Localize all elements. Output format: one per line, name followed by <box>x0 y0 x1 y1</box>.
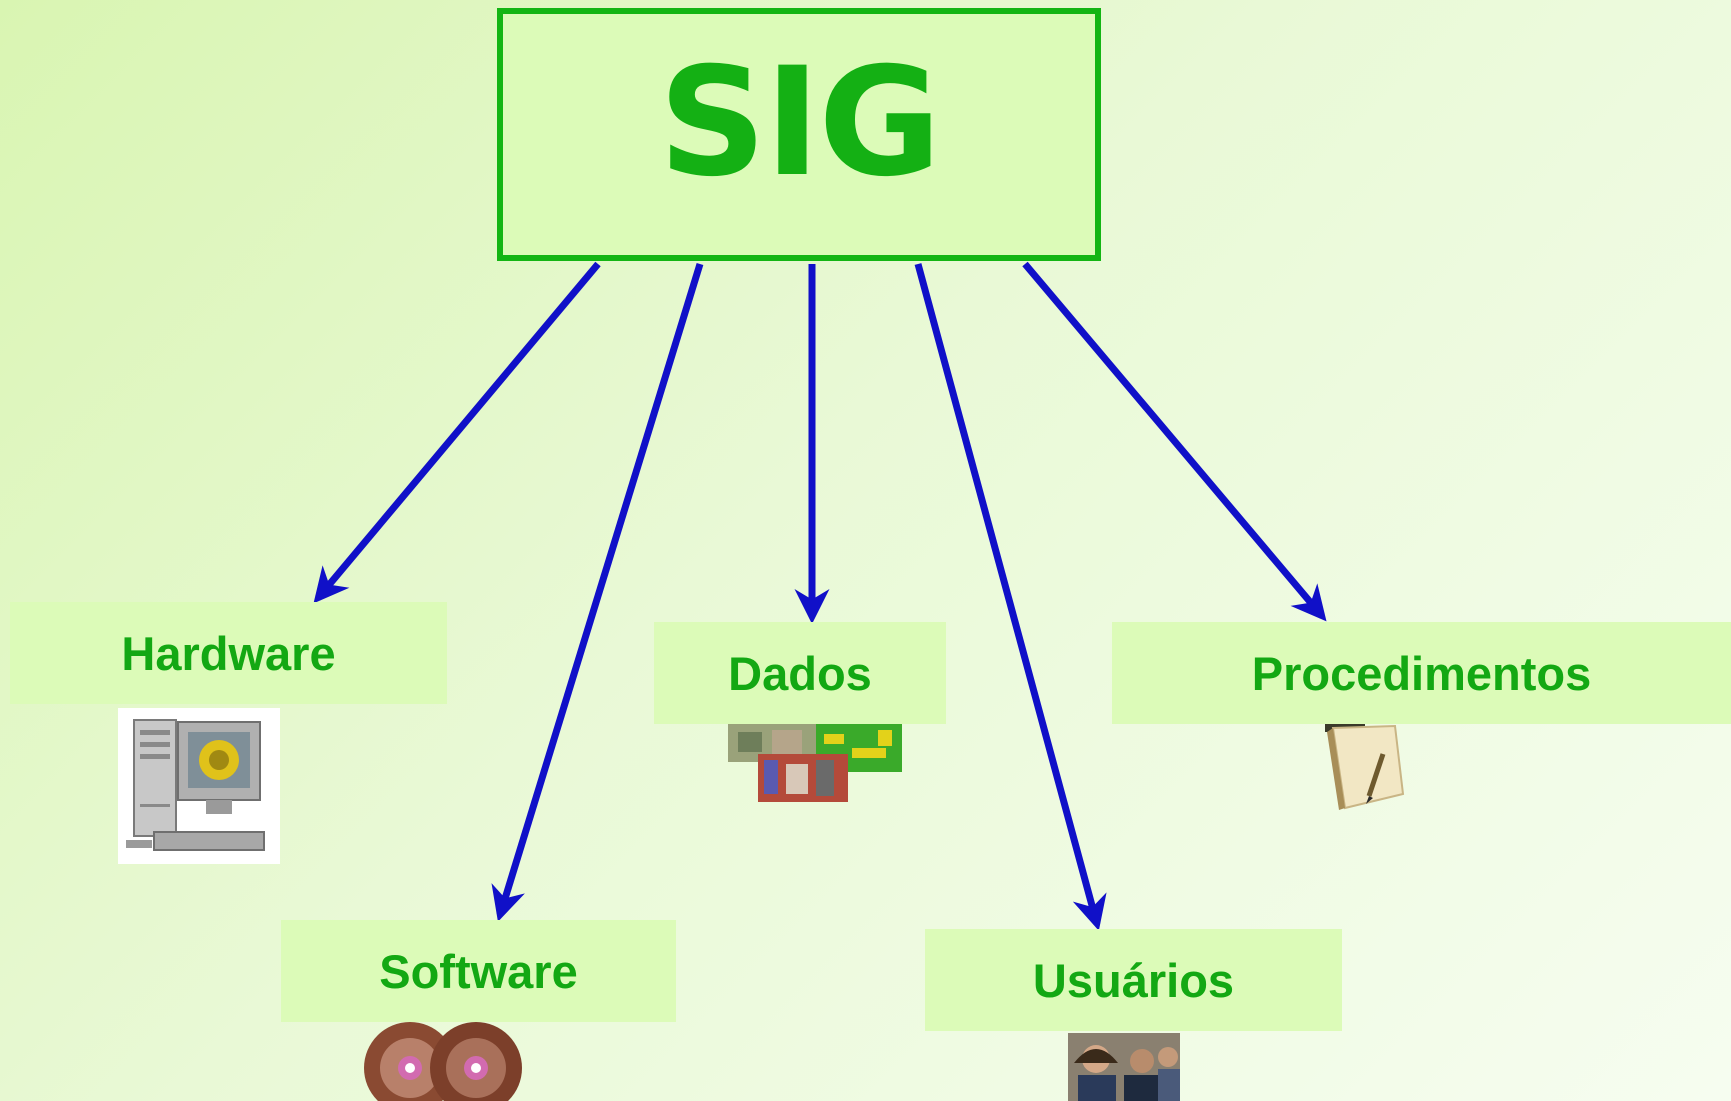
arrow-to-usuarios <box>914 263 1107 931</box>
arrow-to-hardware <box>313 261 601 604</box>
node-hardware-label: Hardware <box>121 626 336 680</box>
node-usuarios-label: Usuários <box>1032 953 1235 1007</box>
people-icon <box>1068 1033 1180 1101</box>
computer-icon <box>118 708 280 864</box>
node-software: Software <box>281 920 676 1022</box>
root-node-sig: SIG <box>497 8 1101 261</box>
node-dados-label: Dados <box>728 646 872 700</box>
notepad-pencil-icon <box>1325 724 1405 810</box>
node-procedimentos: Procedimentos <box>1112 622 1731 724</box>
root-label: SIG <box>658 36 942 210</box>
node-software-label: Software <box>379 944 578 998</box>
node-usuarios: Usuários <box>925 929 1342 1031</box>
arrow-to-procedimentos <box>1022 261 1327 622</box>
arrow-to-software <box>491 262 704 922</box>
maps-photos-icon <box>728 724 902 802</box>
node-procedimentos-label: Procedimentos <box>1251 646 1592 700</box>
node-dados: Dados <box>654 622 946 724</box>
node-hardware: Hardware <box>10 602 447 704</box>
cd-discs-icon <box>364 1022 522 1101</box>
